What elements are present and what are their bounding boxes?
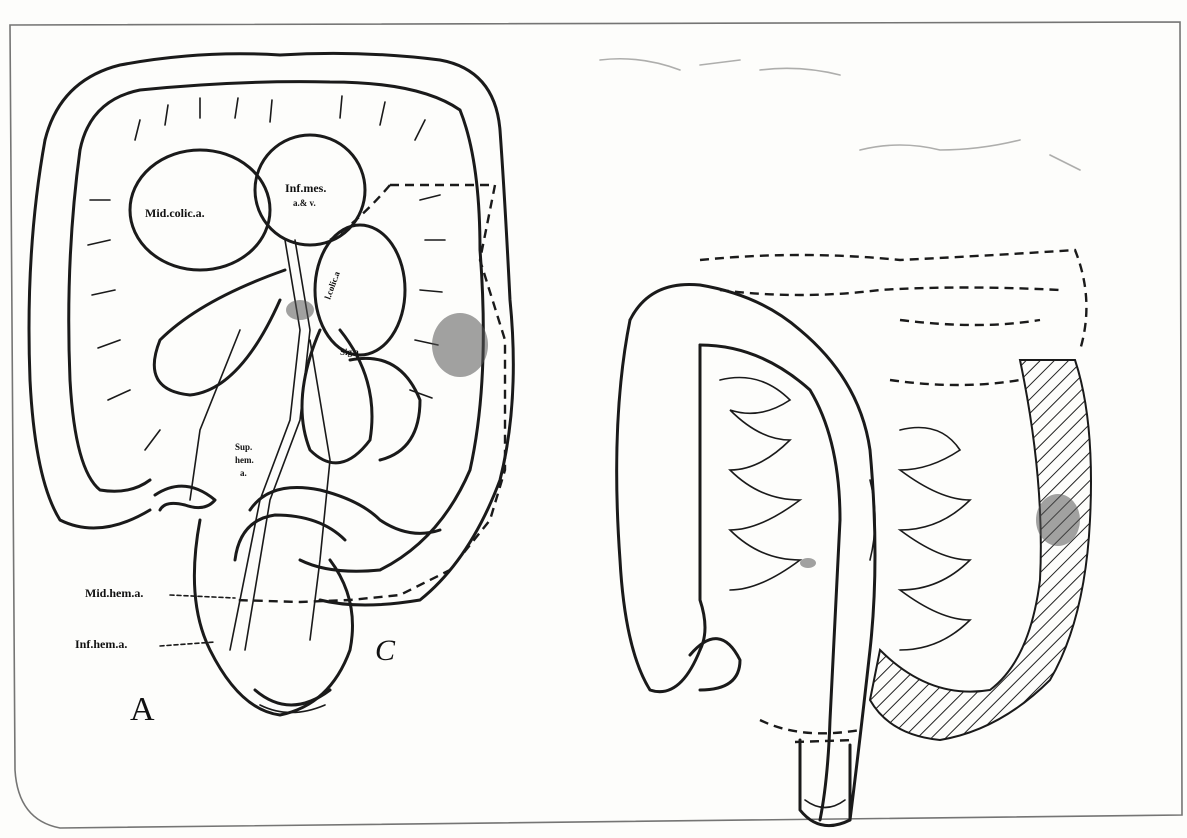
leader-mid-hem	[170, 595, 235, 598]
label-sig: Sig.a.	[340, 347, 361, 357]
label-inf-mes-1: Inf.mes.	[285, 181, 326, 195]
label-mid-colic: Mid.colic.a.	[145, 206, 205, 220]
label-sup-hem-3: a.	[240, 468, 247, 478]
label-sup-hem-1: Sup.	[235, 442, 252, 452]
label-mid-hem: Mid.hem.a.	[85, 586, 143, 600]
signature-mark: C	[375, 634, 396, 667]
label-inf-hem: Inf.hem.a.	[75, 637, 127, 651]
panel-letter: A	[130, 691, 155, 728]
label-sup-hem-2: hem.	[235, 455, 254, 465]
panel-b-colon	[600, 59, 1091, 826]
label-colic: l.colic.a	[322, 270, 341, 301]
panel-a-colon	[29, 53, 513, 715]
label-inf-mes-2: a.& v.	[293, 198, 316, 208]
